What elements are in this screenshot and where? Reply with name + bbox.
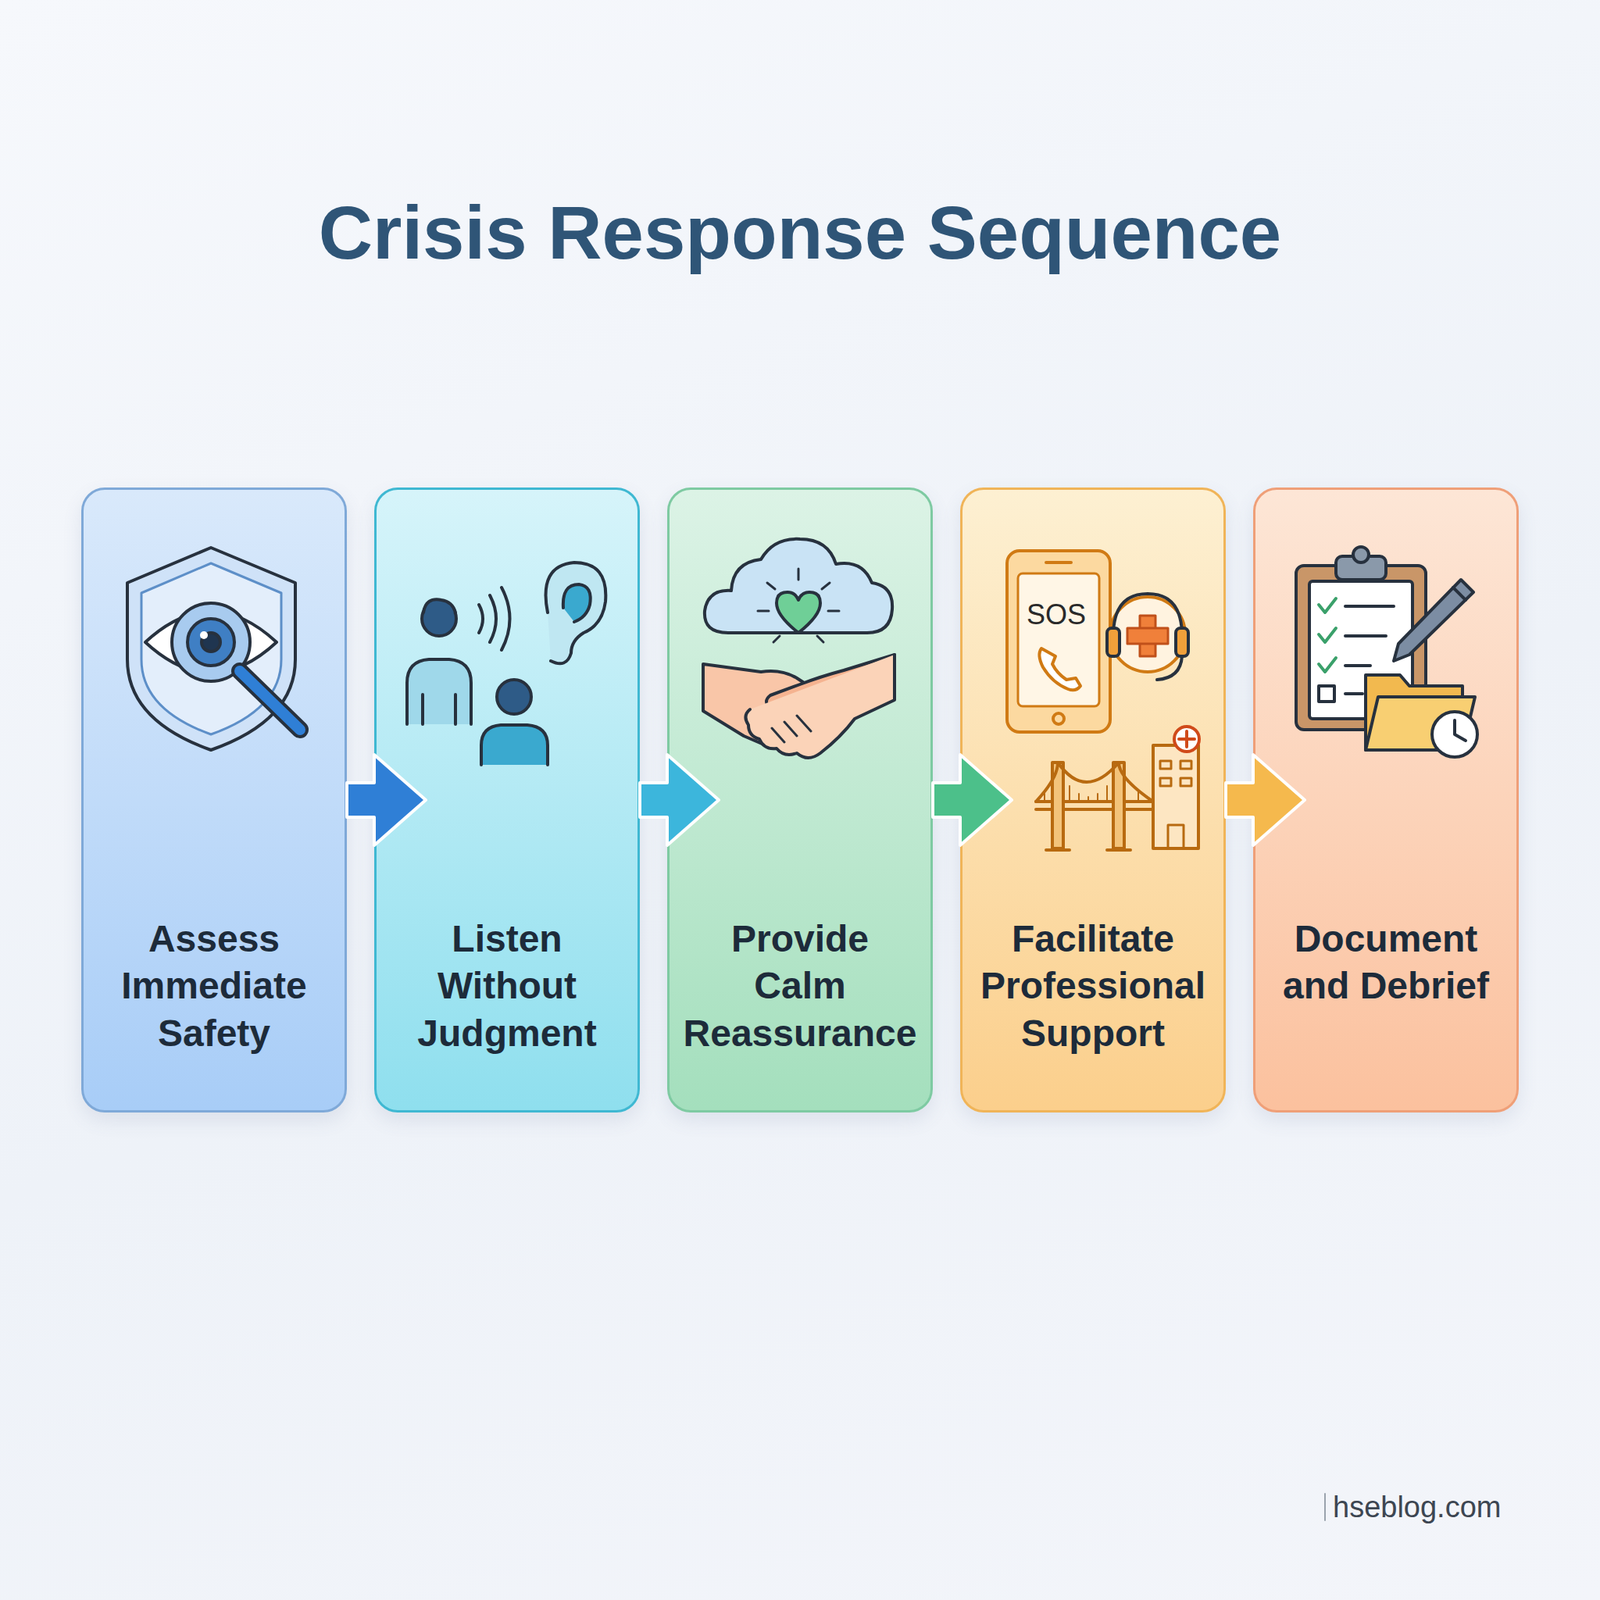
phone-label: SOS bbox=[1026, 598, 1086, 632]
reassurance-icon bbox=[703, 539, 895, 758]
flow-arrow bbox=[639, 754, 719, 846]
step-label: Document and Debrief bbox=[1267, 915, 1505, 1011]
listening-icon bbox=[407, 562, 606, 765]
flow-arrow bbox=[1225, 754, 1305, 846]
process-box: Facilitate Professional Support bbox=[960, 487, 1226, 1113]
flow-arrow bbox=[346, 754, 426, 846]
step-label: Assess Immediate Safety bbox=[95, 915, 333, 1058]
watermark: hseblog.com bbox=[1332, 1490, 1501, 1525]
process-box: Document and Debrief bbox=[1253, 487, 1519, 1113]
step-label: Listen Without Judgment bbox=[388, 915, 626, 1058]
process-box: Assess Immediate Safety bbox=[81, 487, 347, 1113]
watermark-bar bbox=[1324, 1493, 1326, 1521]
process-box: Provide Calm Reassurance bbox=[667, 487, 933, 1113]
process-box: Listen Without Judgment bbox=[374, 487, 640, 1113]
step-label: Provide Calm Reassurance bbox=[681, 915, 919, 1058]
support-icon bbox=[1007, 550, 1200, 850]
shield-eye-icon bbox=[127, 547, 300, 750]
diagram-title: Crisis Response Sequence bbox=[0, 187, 1600, 278]
step-label: Facilitate Professional Support bbox=[974, 915, 1212, 1058]
flow-arrow bbox=[932, 754, 1012, 846]
documentation-icon bbox=[1296, 546, 1478, 758]
